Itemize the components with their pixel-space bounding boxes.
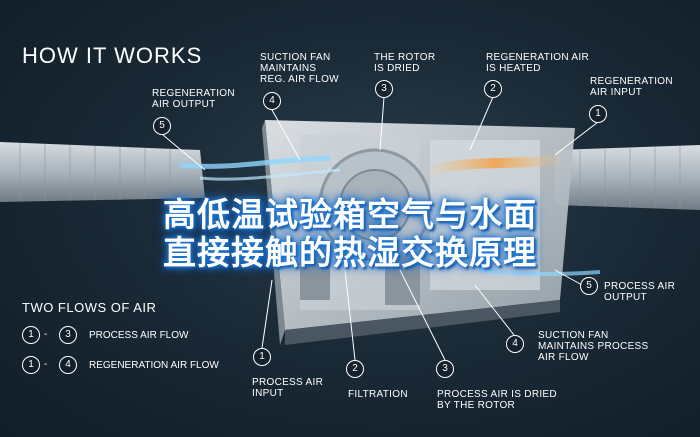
legend-from-badge: 1 [22, 356, 40, 374]
legend-row-process-air: 1 - 3 PROCESS AIR FLOW [22, 326, 222, 344]
regeneration-air-flow [428, 155, 561, 175]
legend-row-regeneration-air: 1 - 4 REGENERATION AIR FLOW [22, 356, 222, 374]
legend-dash: - [44, 359, 48, 370]
callout-number-badge: 1 [253, 348, 271, 366]
callout-number-badge: 3 [436, 360, 454, 378]
legend-from-badge: 1 [22, 326, 40, 344]
callout-number-badge: 5 [580, 277, 598, 295]
legend-label: PROCESS AIR FLOW [89, 330, 189, 341]
callout-process-air-output-label: PROCESS AIR OUTPUT [604, 281, 676, 303]
callout-number-badge: 2 [484, 80, 502, 98]
callout-number-badge: 1 [589, 105, 607, 123]
cabinet [262, 120, 575, 345]
page-title: HOW IT WORKS [22, 42, 203, 68]
legend-to-badge: 4 [59, 356, 77, 374]
callout-regeneration-air-output-label: REGENERATION AIR OUTPUT [152, 88, 235, 110]
callout-process-air-input-label: PROCESS AIR INPUT [252, 377, 324, 399]
left-duct [0, 142, 205, 202]
callout-suction-fan-reg-label: SUCTION FAN MAINTAINS REG. AIR FLOW [260, 52, 339, 85]
callout-number-badge: 5 [153, 117, 171, 135]
legend-to-badge: 3 [59, 326, 77, 344]
legend-dash: - [44, 329, 48, 340]
process-air-flow [179, 155, 601, 277]
callout-rotor-dried-label: THE ROTOR IS DRIED [374, 52, 436, 74]
leader-lines [162, 96, 599, 361]
legend-label: REGENERATION AIR FLOW [89, 360, 219, 371]
callout-number-badge: 4 [506, 335, 524, 353]
callout-number-badge: 4 [263, 92, 281, 110]
callout-suction-fan-process-label: SUCTION FAN MAINTAINS PROCESS AIR FLOW [538, 330, 649, 363]
callout-regeneration-heated-label: REGENERATION AIR IS HEATED [486, 52, 589, 74]
callout-number-badge: 3 [375, 80, 393, 98]
callout-number-badge: 2 [346, 360, 364, 378]
callout-filtration-label: FILTRATION [348, 389, 408, 400]
overlay-caption-line2: 直接接触的热湿交换原理 [163, 234, 537, 271]
callout-regeneration-input-label: REGENERATION AIR INPUT [590, 76, 673, 98]
legend-title: TWO FLOWS OF AIR [22, 300, 157, 315]
callout-process-air-dried-label: PROCESS AIR IS DRIED BY THE ROTOR [437, 389, 557, 411]
right-duct [555, 145, 700, 210]
overlay-caption-line1: 高低温试验箱空气与水面 [163, 196, 537, 233]
